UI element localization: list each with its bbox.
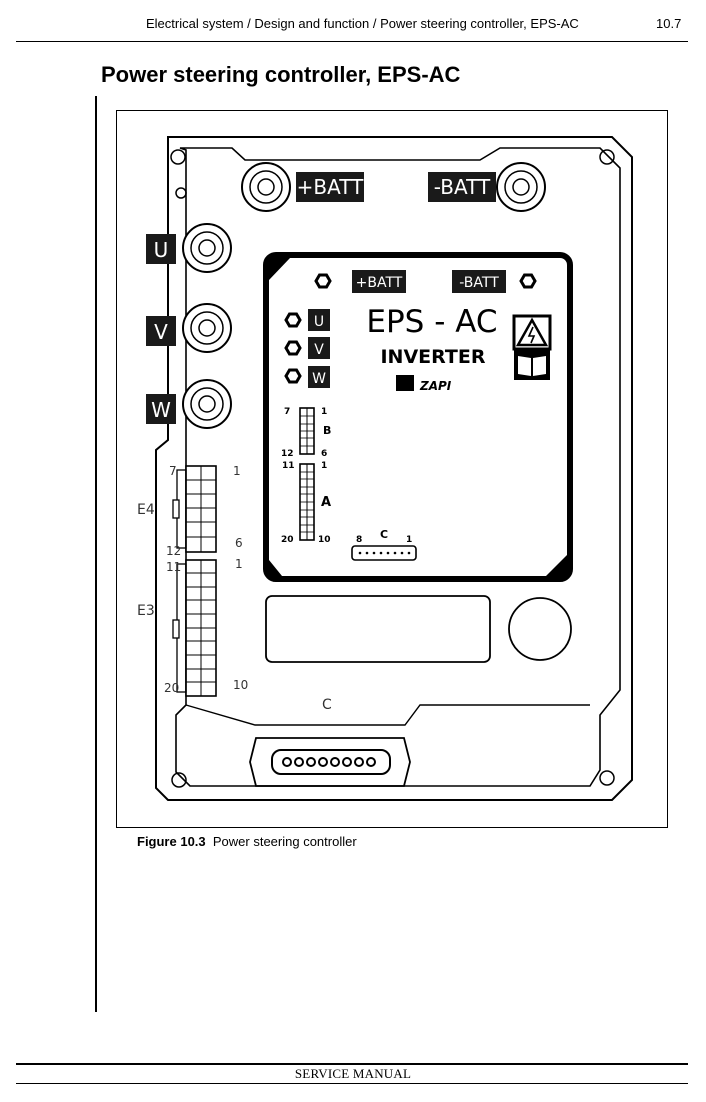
panel-b-pin-1: 1	[321, 407, 327, 417]
panel-corner-br	[546, 555, 567, 576]
hex-nut-v	[284, 340, 302, 356]
housing-lower-plate	[185, 704, 590, 726]
terminal-plus-batt	[241, 162, 291, 212]
panel-b-letter: B	[323, 424, 331, 437]
e3-pin-11: 11	[166, 560, 181, 574]
warning-icon	[512, 314, 552, 351]
panel-corner-bl	[269, 560, 282, 576]
panel-a-letter: A	[321, 495, 331, 510]
panel-b-pin-12: 12	[281, 449, 294, 459]
label-u: U	[154, 238, 169, 262]
panel-corner-tl	[269, 258, 290, 280]
terminal-minus-batt	[496, 162, 546, 212]
panel-a-pin-1: 1	[321, 461, 327, 471]
label-bg-plus-batt	[296, 172, 364, 202]
footer-rule-bottom	[16, 1083, 688, 1084]
e3-pin-20: 20	[164, 681, 179, 695]
panel-a-pin-20: 20	[281, 535, 294, 545]
panel-connector-c-pins	[358, 551, 411, 555]
mounting-hole-tr	[599, 149, 615, 165]
label-v: V	[154, 320, 168, 344]
e4-pin-6: 6	[235, 536, 243, 550]
header-page-number: 10.7	[656, 16, 682, 31]
footer-text: SERVICE MANUAL	[294, 1066, 412, 1081]
panel-subtitle: INVERTER	[380, 346, 485, 368]
e3-label: E3	[137, 603, 155, 619]
c-label: C	[322, 697, 332, 713]
panel-label-bg-v	[308, 337, 330, 359]
label-plus-batt: +BATT	[297, 175, 364, 199]
connector-c-pins	[282, 757, 376, 767]
e4-pin-7: 7	[169, 464, 177, 478]
hex-nut-u	[284, 312, 302, 328]
panel-label-minus: -BATT	[459, 275, 499, 291]
panel-label-v: V	[314, 342, 324, 358]
panel-c-pin-8: 8	[356, 535, 362, 545]
figure-caption: Figure 10.3 Power steering controller	[137, 834, 357, 849]
panel-label-bg-plus	[352, 270, 406, 293]
label-w: W	[151, 398, 171, 422]
page-header: Electrical system / Design and function …	[0, 8, 706, 42]
label-minus-batt: -BATT	[434, 175, 491, 199]
panel-label-plus: +BATT	[356, 275, 403, 291]
figure-frame	[116, 110, 668, 828]
connector-e3	[172, 559, 217, 697]
header-breadcrumb: Electrical system / Design and function …	[146, 16, 579, 31]
hex-nut-w	[284, 368, 302, 384]
footer-rule-top	[16, 1063, 688, 1065]
terminal-w	[182, 379, 232, 429]
mounting-hole-br	[599, 770, 615, 786]
header-rule	[16, 41, 688, 42]
panel-label-bg-u	[308, 309, 330, 331]
change-bar	[95, 96, 97, 1012]
panel-brand: ZAPI	[419, 379, 452, 393]
page-title: Power steering controller, EPS-AC	[101, 62, 461, 87]
caption-label: Figure 10.3	[137, 834, 206, 849]
panel-label-w: W	[312, 371, 326, 387]
panel-c-pin-1: 1	[406, 535, 412, 545]
panel-connector-b	[299, 407, 315, 455]
terminal-u	[182, 223, 232, 273]
connector-e4	[172, 465, 217, 553]
e3-pin-1: 1	[235, 557, 243, 571]
label-bg-w	[146, 394, 176, 424]
e3-pin-10: 10	[233, 678, 248, 692]
label-bg-u	[146, 234, 176, 264]
front-panel	[263, 252, 573, 582]
panel-b-pin-7: 7	[284, 407, 290, 417]
e4-label: E4	[137, 502, 155, 518]
panel-label-u: U	[314, 314, 324, 330]
label-plate	[265, 595, 491, 663]
controller-drawing: +BATT -BATT U V W +BATT -BATT U V W EPS …	[137, 136, 633, 801]
panel-a-pin-10: 10	[318, 535, 331, 545]
panel-connector-a	[299, 463, 315, 541]
caption-text: Power steering controller	[212, 834, 357, 849]
label-bg-minus-batt	[428, 172, 496, 202]
mounting-hole-bl	[171, 772, 187, 788]
round-cover	[508, 597, 572, 661]
e4-pin-1: 1	[233, 464, 241, 478]
panel-b-pin-6: 6	[321, 449, 327, 459]
panel-connector-c	[351, 545, 417, 561]
label-bg-v	[146, 316, 176, 346]
panel-a-pin-11: 11	[282, 461, 295, 471]
housing-inner-outline	[175, 147, 621, 787]
housing-outline	[155, 136, 633, 801]
mounting-hole-tl	[170, 149, 186, 165]
mounting-hole-tl2	[175, 187, 187, 199]
terminal-v	[182, 303, 232, 353]
brand-logo-mark	[396, 375, 414, 391]
panel-product-name: EPS - AC	[366, 304, 497, 340]
hex-nut-minus	[519, 273, 537, 289]
panel-label-bg-w	[308, 366, 330, 388]
panel-label-bg-minus	[452, 270, 506, 293]
hex-nut-plus	[314, 273, 332, 289]
panel-c-letter: C	[380, 528, 388, 541]
e4-pin-12: 12	[166, 544, 181, 558]
